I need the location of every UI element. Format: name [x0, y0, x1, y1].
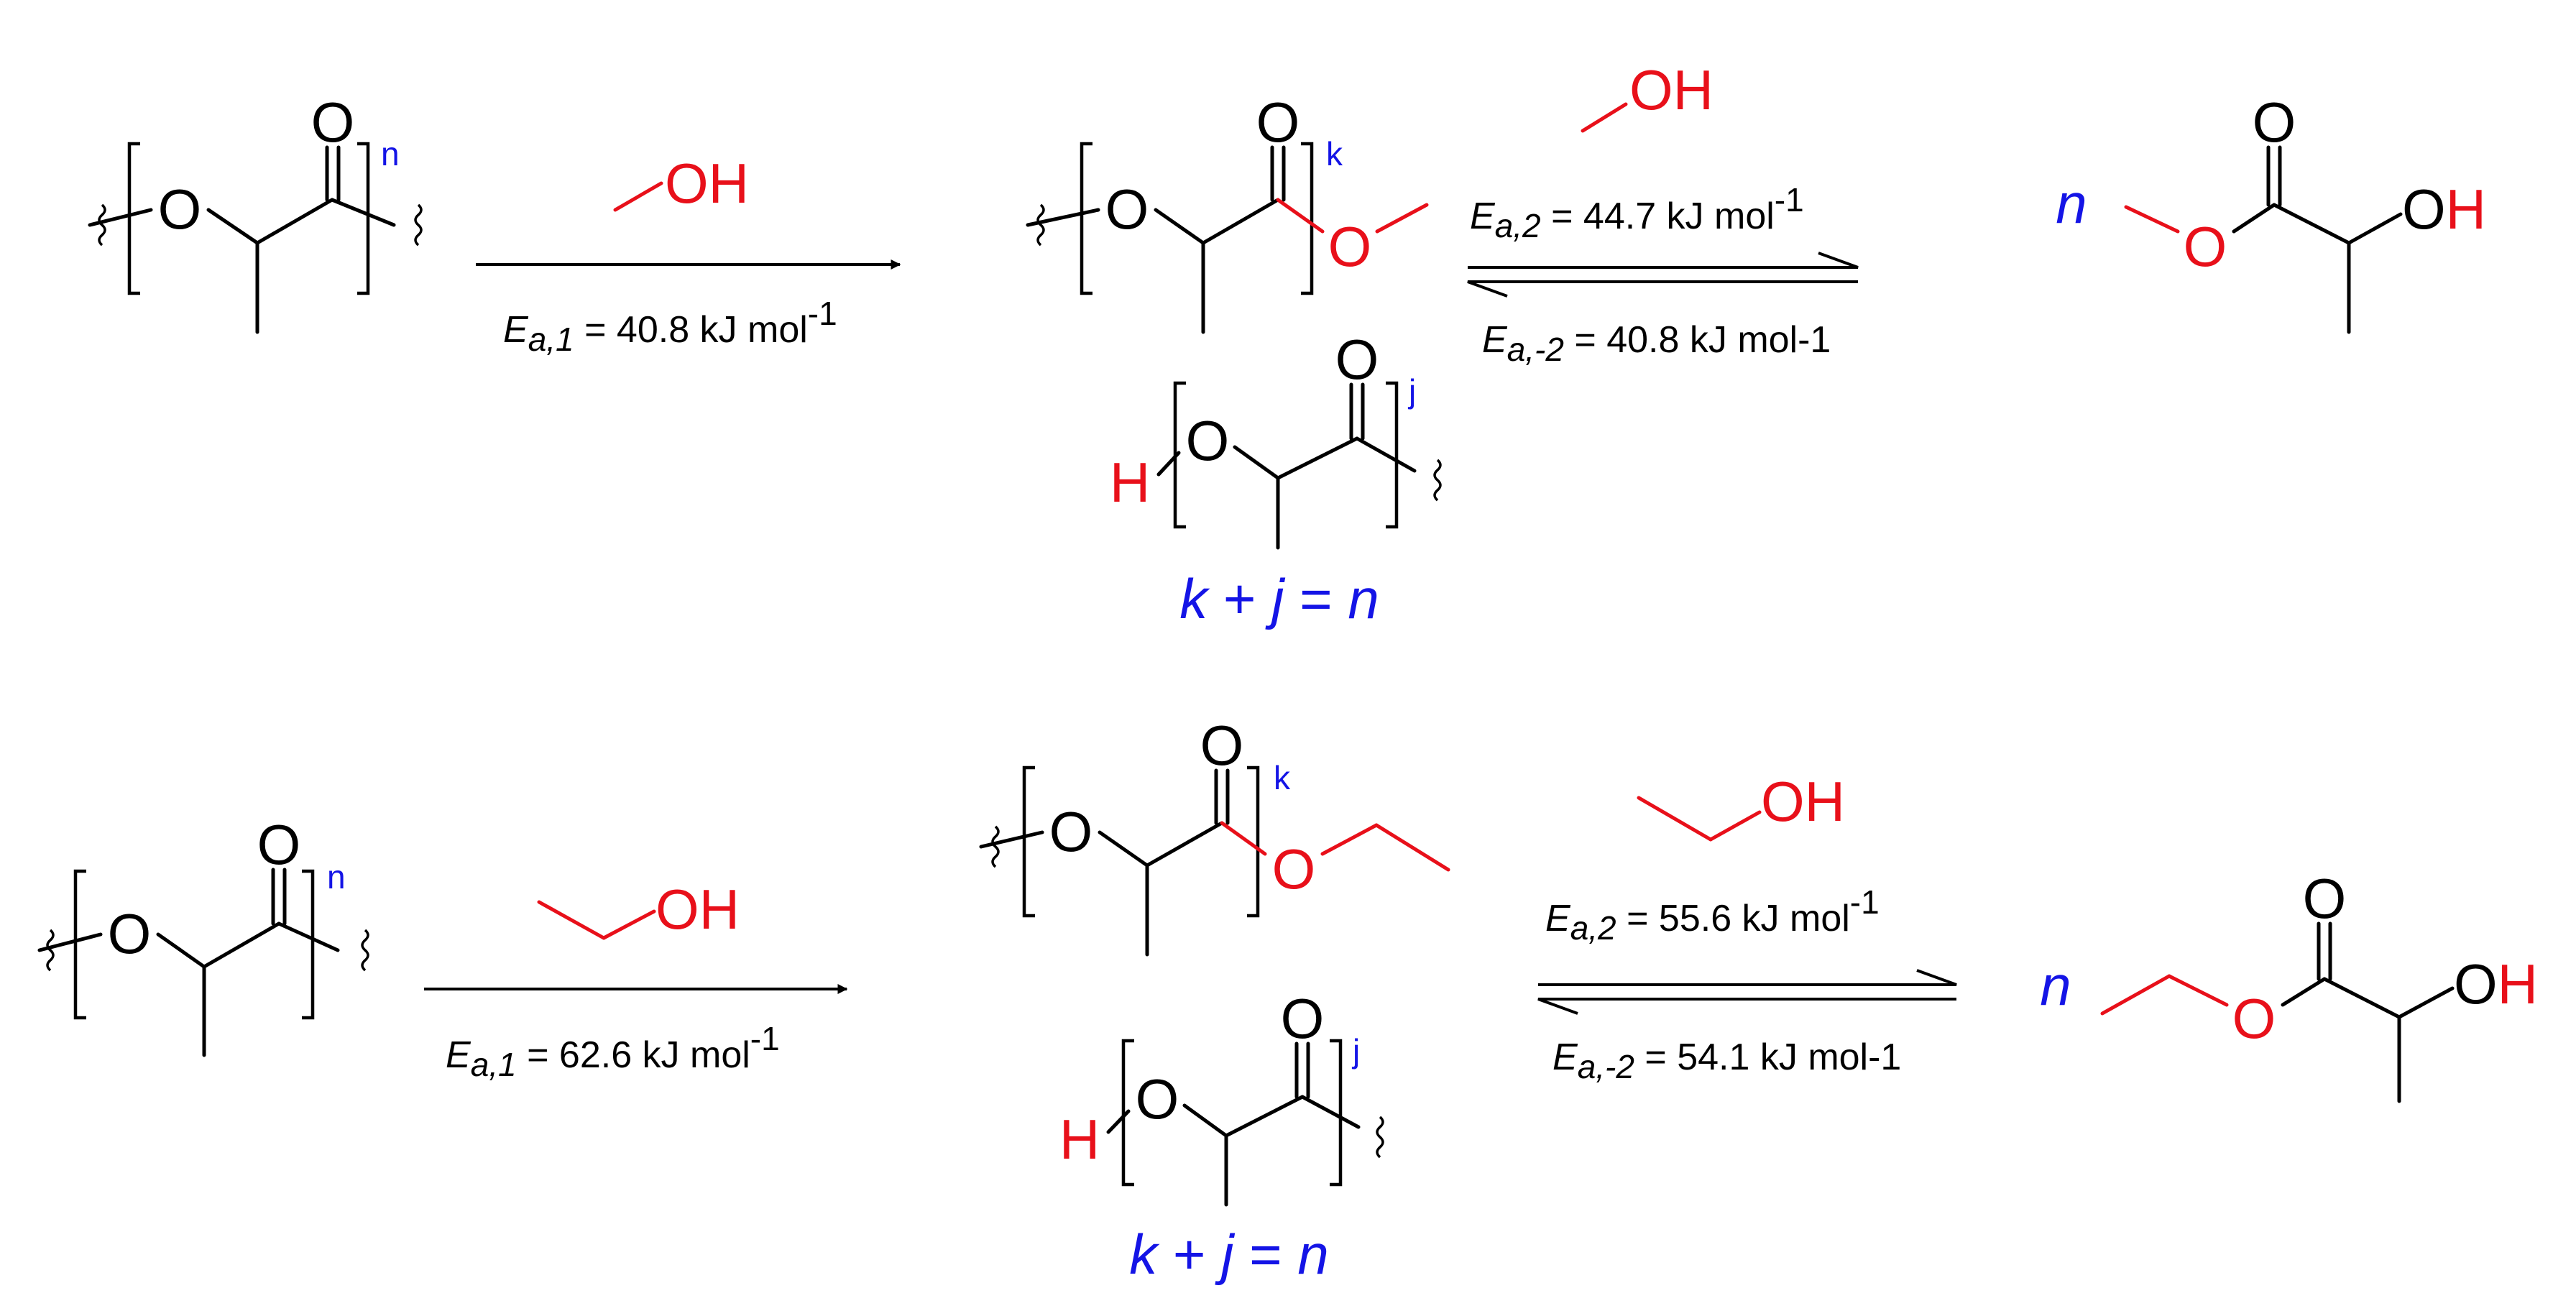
chain-length-constraint: k + j = n — [1129, 1223, 1329, 1286]
wavy-bond-icon — [1433, 459, 1442, 502]
repeat-bracket-close — [1386, 381, 1399, 529]
repeat-bracket-close — [1247, 765, 1260, 918]
repeat-bracket-open — [1173, 381, 1186, 529]
ethanol-reagent-1: OH — [537, 878, 740, 941]
repeat-index-j: j — [1351, 1032, 1360, 1070]
wavy-bond-icon — [1376, 1116, 1384, 1159]
carbonyl-oxygen: O — [1335, 328, 1379, 391]
carbonyl-oxygen: O — [311, 91, 355, 154]
ester-oxygen: O — [2232, 987, 2276, 1050]
ether-oxygen: O — [1186, 409, 1230, 472]
repeat-index-k: k — [1274, 759, 1291, 796]
ether-oxygen: O — [1136, 1067, 1179, 1131]
repeat-index-n: n — [381, 135, 400, 173]
repeat-index-j: j — [1407, 372, 1416, 410]
terminal-hydrogen: H — [1110, 451, 1150, 514]
hydroxyl-polymer-top: H O O j — [1110, 328, 1442, 550]
repeat-bracket-close — [357, 142, 370, 295]
hydroxyl-group: OH — [665, 152, 749, 215]
methyl-ester-polymer-top: O O k O — [1026, 91, 1429, 334]
hydroxyl-group: OH — [1761, 770, 1845, 833]
methyl-lactate-product: n O O OH — [2056, 91, 2486, 334]
carbonyl-oxygen: O — [1281, 987, 1325, 1050]
terminal-hydrogen: H — [1059, 1108, 1100, 1171]
pla-repeat-unit-bottom: O O n — [37, 813, 369, 1057]
ester-oxygen: O — [1328, 215, 1372, 278]
ea2-label: Ea,2 = 55.6 kJ mol-1 — [1545, 883, 1880, 947]
stoichiometric-coefficient: n — [2056, 172, 2087, 235]
ether-oxygen: O — [1049, 800, 1093, 863]
wavy-bond-icon — [361, 929, 369, 972]
repeat-bracket-open — [1022, 765, 1035, 918]
methanol-reagent-2: OH — [1581, 58, 1714, 133]
carbonyl-oxygen: O — [257, 813, 301, 876]
ea1-label: Ea,1 = 62.6 kJ mol-1 — [446, 1020, 780, 1083]
ea-minus2-label: Ea,-2 = 40.8 kJ mol-1 — [1482, 319, 1831, 368]
bottom-scheme: O O n OH Ea,1 = 62.6 kJ mol-1 O O k O — [37, 714, 2538, 1286]
equilibrium-arrows-bottom — [1537, 969, 1957, 1015]
ethyl-ester-polymer-bottom: O O k O — [979, 714, 1450, 957]
carbonyl-oxygen: O — [2303, 867, 2347, 930]
top-scheme: O O n OH Ea,1 = 40.8 kJ mol-1 O O k O — [88, 58, 2486, 630]
repeat-index-n: n — [327, 858, 346, 896]
ether-oxygen: O — [158, 178, 202, 241]
repeat-bracket-close — [302, 869, 315, 1020]
repeat-bracket-open — [127, 142, 140, 295]
carbonyl-oxygen: O — [2253, 91, 2296, 154]
hydroxyl-group: OH — [2454, 952, 2538, 1016]
repeat-bracket-open — [1080, 142, 1092, 295]
methanol-reagent-1: OH — [613, 152, 749, 215]
hydroxyl-group: OH — [2402, 178, 2486, 241]
ea1-label: Ea,1 = 40.8 kJ mol-1 — [503, 295, 837, 358]
repeat-bracket-close — [1301, 142, 1314, 295]
wavy-bond-icon — [98, 203, 106, 247]
wavy-bond-icon — [1036, 203, 1045, 247]
ea-minus2-label: Ea,-2 = 54.1 kJ mol-1 — [1552, 1036, 1901, 1085]
ea2-label: Ea,2 = 44.7 kJ mol-1 — [1470, 181, 1804, 244]
wavy-bond-icon — [991, 825, 1000, 868]
wavy-bond-icon — [46, 929, 55, 972]
repeat-bracket-close — [1330, 1039, 1343, 1187]
ethanol-reagent-2: OH — [1637, 770, 1845, 842]
repeat-bracket-open — [73, 869, 86, 1020]
hydroxyl-group: OH — [1629, 58, 1714, 121]
equilibrium-arrows-top — [1467, 252, 1859, 298]
ester-oxygen: O — [1272, 837, 1316, 901]
hydroxyl-polymer-bottom: H O O j — [1059, 987, 1384, 1207]
stoichiometric-coefficient: n — [2040, 954, 2071, 1017]
repeat-bracket-open — [1121, 1039, 1134, 1187]
carbonyl-oxygen: O — [1200, 714, 1244, 777]
pla-repeat-unit-top: O O n — [88, 91, 423, 334]
hydroxyl-group: OH — [656, 878, 740, 941]
ether-oxygen: O — [108, 902, 152, 965]
ethyl-lactate-product: n O O OH — [2040, 867, 2538, 1103]
repeat-index-k: k — [1326, 135, 1343, 173]
carbonyl-oxygen: O — [1256, 91, 1300, 154]
chain-length-constraint: k + j = n — [1179, 567, 1379, 630]
ether-oxygen: O — [1105, 178, 1149, 241]
wavy-bond-icon — [414, 203, 423, 247]
ester-oxygen: O — [2184, 215, 2227, 278]
